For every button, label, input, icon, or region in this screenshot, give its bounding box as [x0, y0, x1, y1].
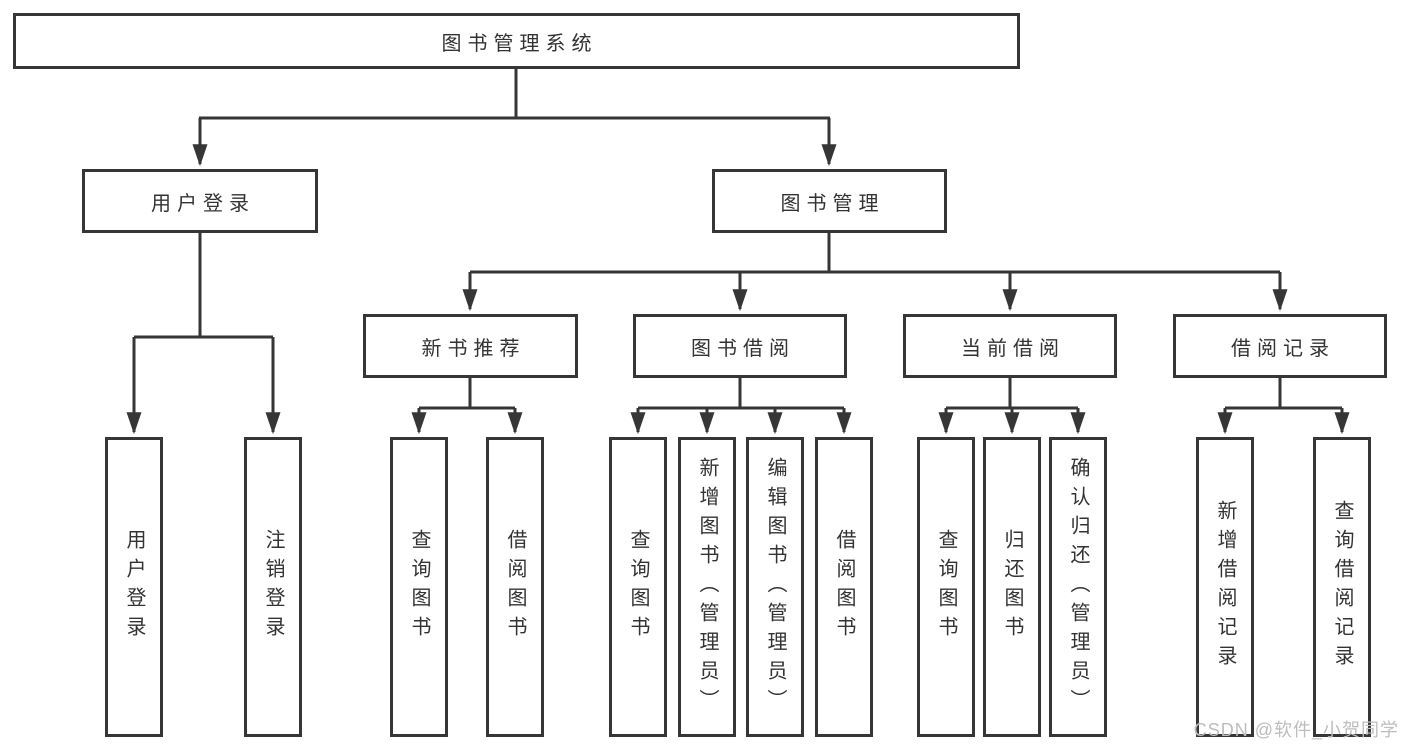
- node-borrow-records: 借阅记录: [1173, 314, 1387, 378]
- node-book-management: 图书管理: [712, 169, 947, 233]
- leaf-label: 查询图书: [627, 529, 649, 645]
- leaf-label: 查询借阅记录: [1331, 500, 1353, 674]
- node-current-borrow: 当前借阅: [903, 314, 1117, 378]
- leaf-label: 归还图书: [1001, 529, 1023, 645]
- leaf-return-book: 归还图书: [983, 437, 1041, 737]
- leaf-label: 借阅图书: [504, 529, 526, 645]
- node-book-borrow: 图书借阅: [633, 314, 847, 378]
- leaf-label: 查询图书: [408, 529, 430, 645]
- leaf-label: 借阅图书: [833, 529, 855, 645]
- leaf-add-book-admin: 新增图书（管理员）: [678, 437, 736, 737]
- leaf-add-borrow-record: 新增借阅记录: [1196, 437, 1254, 737]
- leaf-query-borrow-record: 查询借阅记录: [1313, 437, 1371, 737]
- watermark: CSDN @软件_小贺同学: [1193, 720, 1399, 740]
- leaf-borrow-books: 借阅图书: [815, 437, 873, 737]
- leaf-logout: 注销登录: [244, 437, 302, 737]
- leaf-label: 查询图书: [935, 529, 957, 645]
- node-new-book-recommend: 新书推荐: [363, 314, 578, 378]
- leaf-label: 编辑图书（管理员）: [764, 456, 786, 718]
- leaf-label: 新增图书（管理员）: [696, 456, 718, 718]
- leaf-borrow-books-recommend: 借阅图书: [486, 437, 544, 737]
- node-user-login: 用户登录: [82, 169, 318, 233]
- node-root: 图书管理系统: [13, 13, 1020, 69]
- leaf-label: 注销登录: [262, 529, 284, 645]
- leaf-edit-book-admin: 编辑图书（管理员）: [746, 437, 804, 737]
- leaf-user-login: 用户登录: [105, 437, 163, 737]
- leaf-label: 新增借阅记录: [1214, 500, 1236, 674]
- leaf-query-books-recommend: 查询图书: [390, 437, 448, 737]
- leaf-confirm-return-admin: 确认归还（管理员）: [1049, 437, 1107, 737]
- leaf-query-books-borrow: 查询图书: [609, 437, 667, 737]
- leaf-label: 用户登录: [123, 529, 145, 645]
- leaf-query-books-current: 查询图书: [917, 437, 975, 737]
- leaf-label: 确认归还（管理员）: [1067, 456, 1089, 718]
